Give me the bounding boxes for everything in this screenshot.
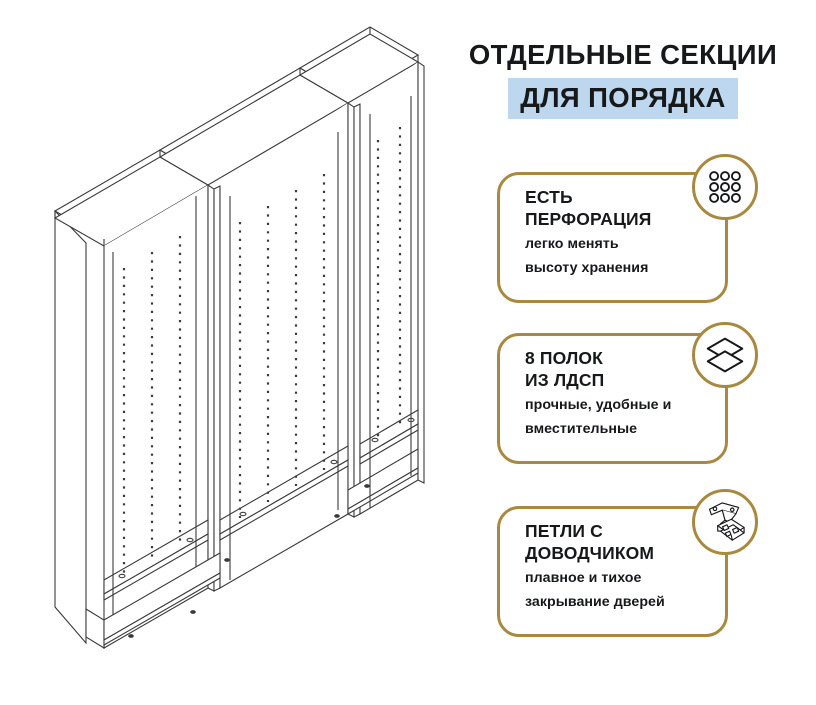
stacked-shelves-icon (692, 322, 758, 388)
feature-card-shelves-sub-line-1: прочные, удобные и (525, 397, 672, 413)
feature-card-shelves-title-line-2: ИЗ ЛДСП (525, 369, 605, 390)
feature-card-hinges-title-line-1: ПЕТЛИ С (525, 521, 603, 541)
feature-card-hinges-sub-line-1: плавное и тихое (525, 570, 642, 586)
title-line-2-wrap: ДЛЯ ПОРЯДКА (440, 78, 806, 119)
feature-card-perforation-text: ЕСТЬ ПЕРФОРАЦИЯ легко менять высоту хран… (525, 187, 715, 277)
feature-card-shelves-text: 8 ПОЛОК ИЗ ЛДСП прочные, удобные и вмест… (525, 348, 715, 438)
title-line-2-highlight: ДЛЯ ПОРЯДКА (508, 78, 738, 119)
feature-card-perforation-title-line-2: ПЕРФОРАЦИЯ (525, 208, 652, 229)
feature-card-shelves[interactable]: 8 ПОЛОК ИЗ ЛДСП прочные, удобные и вмест… (497, 333, 728, 464)
feature-card-hinges[interactable]: ПЕТЛИ С ДОВОДЧИКОМ плавное и тихое закры… (497, 506, 728, 637)
feature-card-perforation-title-line-1: ЕСТЬ (525, 187, 573, 207)
feature-card-shelves-title-line-1: 8 ПОЛОК (525, 348, 603, 368)
feature-card-hinges-title-line-2: ДОВОДЧИКОМ (525, 542, 655, 563)
wardrobe-illustration (53, 26, 425, 649)
title-line-1: ОТДЕЛЬНЫЕ СЕКЦИИ (468, 39, 778, 70)
cabinet-hinge-icon (692, 489, 758, 555)
cabinet-hinge-icon-glyph (708, 502, 745, 541)
feature-card-shelves-sub-line-2: вместительные (525, 420, 638, 437)
feature-card-perforation-sub-line-1: легко менять (525, 236, 619, 252)
feature-card-perforation-sub-line-2: высоту хранения (525, 259, 649, 276)
feature-card-perforation[interactable]: ЕСТЬ ПЕРФОРАЦИЯ легко менять высоту хран… (497, 172, 728, 303)
wardrobe-carcass-isometric-drawing (53, 26, 425, 649)
perforation-grid-icon (692, 154, 758, 220)
feature-card-hinges-text: ПЕТЛИ С ДОВОДЧИКОМ плавное и тихое закры… (525, 521, 715, 611)
perforation-grid-icon-glyph (709, 171, 741, 203)
stacked-shelves-icon-glyph (706, 337, 744, 373)
feature-card-hinges-sub-line-2: закрывание дверей (525, 593, 665, 610)
page-title: ОТДЕЛЬНЫЕ СЕКЦИИ ДЛЯ ПОРЯДКА (440, 38, 806, 119)
